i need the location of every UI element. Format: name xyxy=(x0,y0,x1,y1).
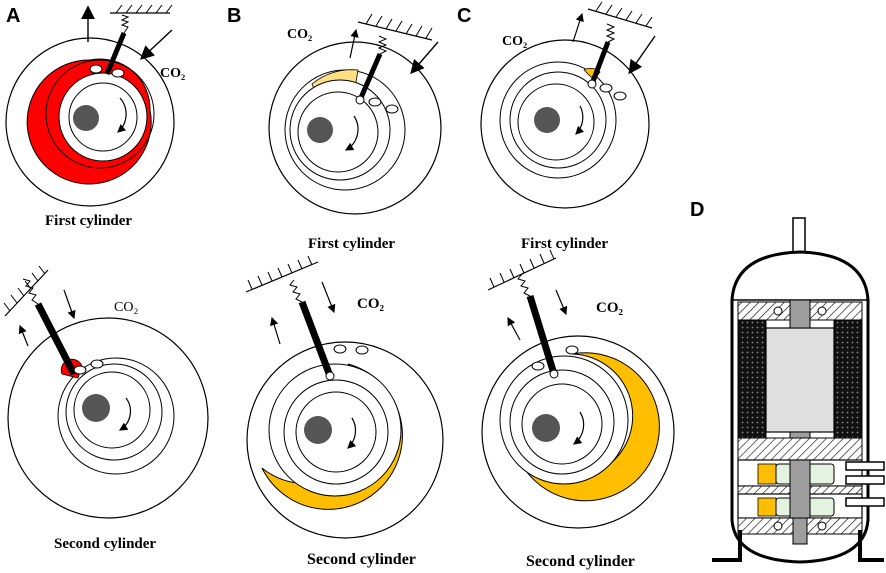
c-second-cylinder: CO₂ Second cylinder xyxy=(481,249,675,570)
shaft-top xyxy=(789,299,811,329)
gas-label: CO₂ xyxy=(114,300,138,315)
panel-b: B CO₂ First cylinder xyxy=(227,5,444,568)
suction-pipe-3 xyxy=(845,497,885,507)
shaft-hub xyxy=(307,117,333,143)
vane-spring xyxy=(120,14,130,34)
shaft-hub xyxy=(304,416,332,444)
shaft-hub xyxy=(534,107,560,133)
shaft-hub xyxy=(73,105,99,131)
vane xyxy=(298,300,334,378)
a-first-cylinder: CO₂ First cylinder xyxy=(5,4,185,229)
panel-a: A CO₂ First cylinder xyxy=(3,4,209,552)
gas-label: CO₂ xyxy=(596,300,624,316)
a-second-cylinder: CO₂ Second cylinder xyxy=(3,265,209,552)
stator-winding-left xyxy=(737,319,767,439)
vane xyxy=(104,32,127,75)
shaft-hub xyxy=(532,414,560,442)
cylinder-caption: First cylinder xyxy=(308,236,395,252)
panel-letter-d: D xyxy=(690,199,704,221)
b-second-cylinder: CO₂ Second cylinder xyxy=(245,255,444,568)
first-cylinder-gas xyxy=(757,463,777,485)
suction-pipe-1 xyxy=(845,461,885,471)
gas-label: CO₂ xyxy=(160,66,185,81)
shaft-bottom xyxy=(792,517,808,545)
rotor xyxy=(765,327,835,433)
mounting-foot-right xyxy=(858,530,884,562)
panel-letter-a: A xyxy=(6,5,20,27)
second-cylinder-gas xyxy=(757,497,777,517)
cylinder-caption: Second cylinder xyxy=(54,536,156,552)
vane xyxy=(526,294,558,376)
main-bearing xyxy=(737,437,863,461)
discharge-arrow xyxy=(349,28,359,59)
cylinder-caption: First cylinder xyxy=(45,213,132,229)
vane-spring xyxy=(605,23,616,43)
suction-pipe-2 xyxy=(845,475,885,485)
vane xyxy=(34,302,78,376)
mounting-foot-left xyxy=(712,530,742,562)
gas-label: CO₂ xyxy=(357,296,385,312)
gas-label: CO₂ xyxy=(287,27,312,42)
shaft-hub xyxy=(82,394,110,422)
suction-arrow xyxy=(321,281,336,314)
cylinder-caption: Second cylinder xyxy=(307,551,416,568)
panel-letter-b: B xyxy=(227,5,241,27)
panel-d: D xyxy=(690,199,885,564)
b-first-cylinder: CO₂ First cylinder xyxy=(268,13,442,252)
stator-winding-right xyxy=(833,319,863,439)
compressor-cross-section xyxy=(712,217,885,564)
vane-spring xyxy=(289,279,303,303)
vane-spring xyxy=(22,278,39,305)
discharge-arrow xyxy=(18,324,29,347)
suction-arrow xyxy=(139,29,173,60)
vane-spring xyxy=(517,273,531,297)
cylinder-caption: First cylinder xyxy=(521,236,608,252)
gas-label: CO₂ xyxy=(502,34,527,49)
cylinder-caption: Second cylinder xyxy=(526,553,635,570)
suction-arrow xyxy=(628,35,656,75)
vane xyxy=(357,53,383,101)
vane-spring xyxy=(377,35,388,55)
discharge-arrow xyxy=(572,12,584,43)
panel-c: C CO₂ First cylinder xyxy=(457,1,675,570)
c-first-cylinder: CO₂ First cylinder xyxy=(480,1,656,252)
suction-arrow xyxy=(63,289,76,320)
panel-letter-c: C xyxy=(457,5,471,27)
suction-arrow xyxy=(555,289,568,316)
discharge-arrow xyxy=(507,316,521,341)
discharge-arrow xyxy=(270,316,281,345)
suction-arrow xyxy=(410,41,439,75)
crankshaft xyxy=(789,459,811,519)
vane xyxy=(589,41,611,85)
